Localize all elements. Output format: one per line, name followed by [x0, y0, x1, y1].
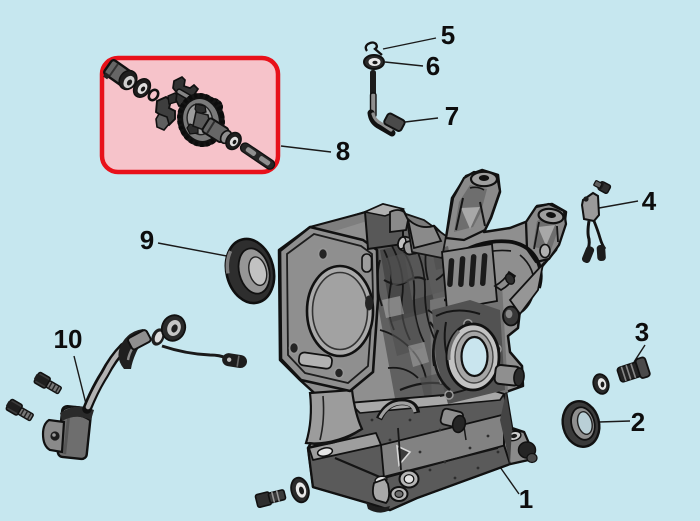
svg-text:5: 5: [441, 20, 455, 50]
svg-text:6: 6: [426, 51, 440, 81]
svg-text:10: 10: [54, 324, 83, 354]
svg-text:3: 3: [635, 317, 649, 347]
svg-text:9: 9: [140, 225, 154, 255]
svg-text:7: 7: [445, 101, 459, 131]
svg-text:4: 4: [642, 186, 657, 216]
svg-text:2: 2: [631, 407, 645, 437]
svg-text:8: 8: [336, 136, 350, 166]
svg-text:1: 1: [519, 484, 533, 514]
